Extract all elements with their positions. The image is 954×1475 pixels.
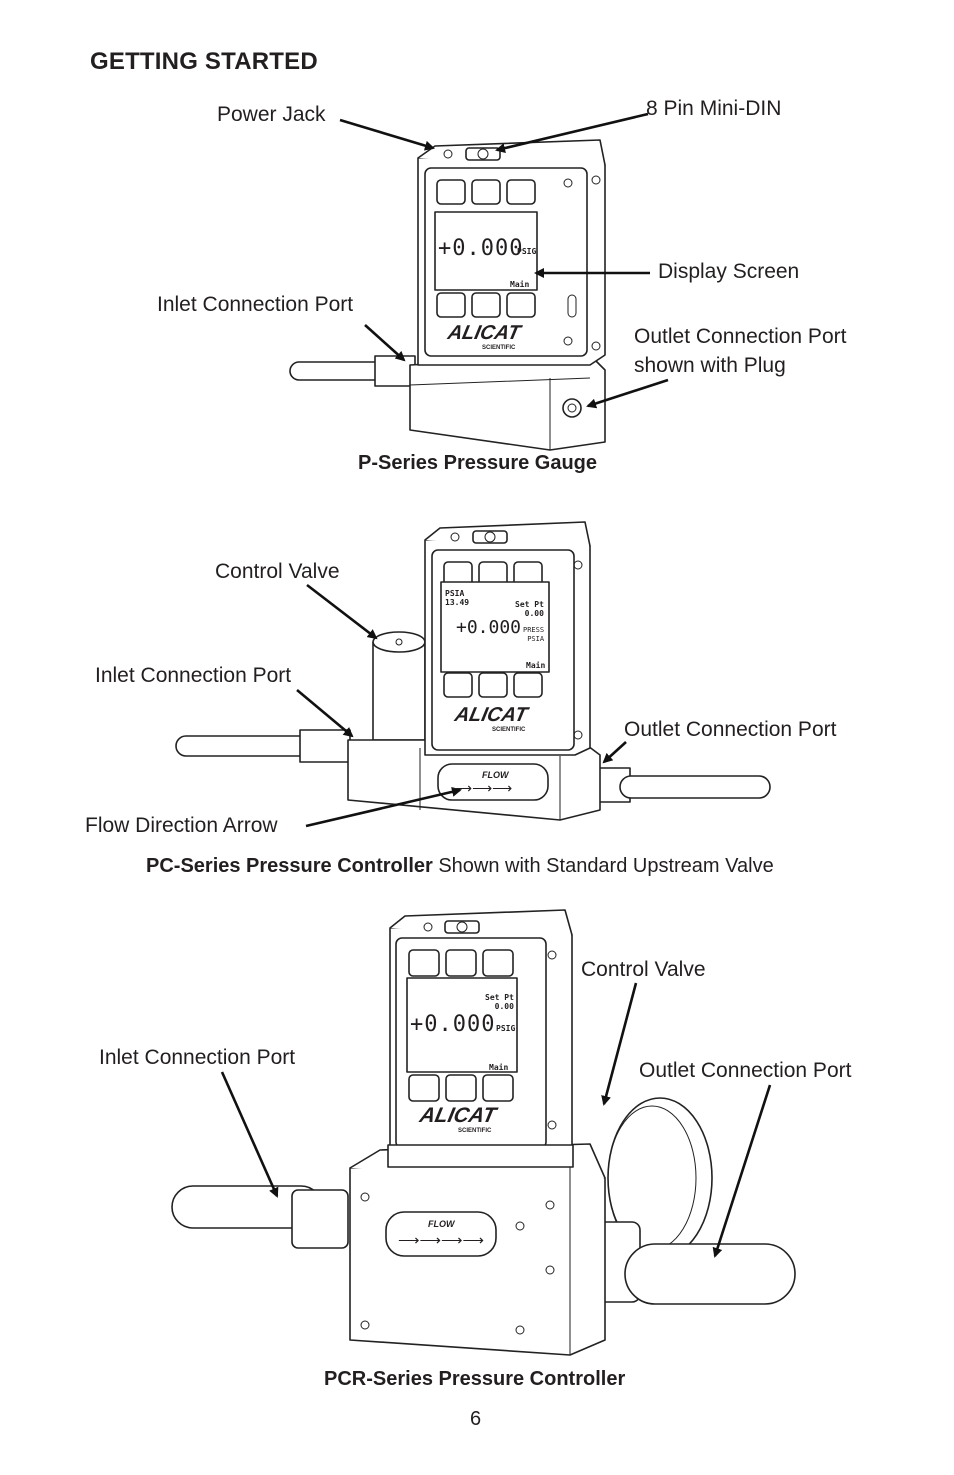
- pcr-flow-label: FLOW: [428, 1219, 455, 1229]
- pc-series-drawing: [175, 521, 771, 821]
- pc-screen-reading: +0.000: [456, 617, 522, 638]
- pc-flow-label: FLOW: [482, 770, 509, 780]
- p-screen-menu: Main: [510, 280, 530, 289]
- pc-screen-side1: PRESS: [523, 626, 545, 634]
- pcr-screen-tr2: 0.00: [494, 1002, 514, 1011]
- pcr-screen-top-right: Set Pt 0.00: [485, 993, 514, 1011]
- label-pc-flow-arrow: Flow Direction Arrow: [85, 814, 278, 837]
- page-number: 6: [470, 1408, 482, 1430]
- caption-p-series: P-Series Pressure Gauge: [358, 452, 597, 475]
- pc-screen-tl2: 13.49: [445, 598, 470, 607]
- pcr-logo: ALICAT: [417, 1104, 498, 1127]
- label-pcr-control-valve: Control Valve: [581, 958, 706, 981]
- label-pc-outlet: Outlet Connection Port: [624, 718, 837, 741]
- pc-screen-side: PRESS PSIA: [523, 626, 544, 644]
- pc-flow-arrow-glyph: ⟶⟶⟶: [452, 780, 513, 796]
- p-screen-reading: +0.000: [438, 236, 524, 261]
- pc-logo: ALICAT: [452, 704, 530, 726]
- pcr-flow-arrow-glyph: ⟶⟶⟶⟶: [398, 1232, 485, 1249]
- leader-arrows: [220, 112, 772, 1258]
- pc-screen-top-left: PSIA 13.49: [445, 589, 469, 607]
- label-power-jack: Power Jack: [217, 103, 326, 126]
- pc-screen-tr1: Set Pt: [515, 600, 544, 609]
- label-p-inlet: Inlet Connection Port: [157, 293, 354, 316]
- pc-screen-side2: PSIA: [527, 635, 545, 643]
- caption-pcr-bold: PCR-Series Pressure Controller: [324, 1368, 626, 1390]
- label-p-outlet-1: Outlet Connection Port: [634, 325, 847, 348]
- caption-pc-bold: PC-Series Pressure Controller: [146, 855, 433, 877]
- label-p-outlet-2: shown with Plug: [634, 354, 786, 377]
- p-logo-sub: SCIENTIFIC: [482, 345, 516, 351]
- pcr-screen-menu: Main: [489, 1063, 509, 1072]
- caption-p-bold: P-Series Pressure Gauge: [358, 452, 598, 474]
- p-logo: ALICAT: [445, 322, 523, 344]
- pc-screen-menu: Main: [526, 661, 546, 670]
- caption-pc-rest: Shown with Standard Upstream Valve: [432, 855, 774, 877]
- caption-pc-series: PC-Series Pressure Controller Shown with…: [146, 855, 774, 878]
- pc-screen-tr2: 0.00: [524, 609, 544, 618]
- label-mini-din: 8 Pin Mini-DIN: [646, 97, 782, 120]
- pcr-screen-reading: +0.000: [410, 1012, 496, 1037]
- label-pcr-outlet: Outlet Connection Port: [639, 1059, 852, 1082]
- label-pc-control-valve: Control Valve: [215, 560, 340, 583]
- pcr-screen-tr1: Set Pt: [485, 993, 514, 1002]
- p-screen-unit: PSIG: [517, 247, 537, 256]
- page-heading: GETTING STARTED: [90, 48, 318, 75]
- pcr-logo-sub: SCIENTIFIC: [458, 1128, 492, 1134]
- pc-logo-sub: SCIENTIFIC: [492, 727, 526, 733]
- label-pc-inlet: Inlet Connection Port: [95, 664, 292, 687]
- caption-pcr-series: PCR-Series Pressure Controller: [324, 1368, 625, 1391]
- pcr-screen-unit: PSIG: [496, 1024, 516, 1033]
- pc-screen-top-right: Set Pt 0.00: [515, 600, 544, 618]
- label-display-screen: Display Screen: [658, 260, 800, 283]
- pc-screen-tl1: PSIA: [445, 589, 465, 598]
- p-series-drawing: [289, 139, 606, 451]
- label-pcr-inlet: Inlet Connection Port: [99, 1046, 296, 1069]
- pcr-series-drawing: [171, 909, 796, 1356]
